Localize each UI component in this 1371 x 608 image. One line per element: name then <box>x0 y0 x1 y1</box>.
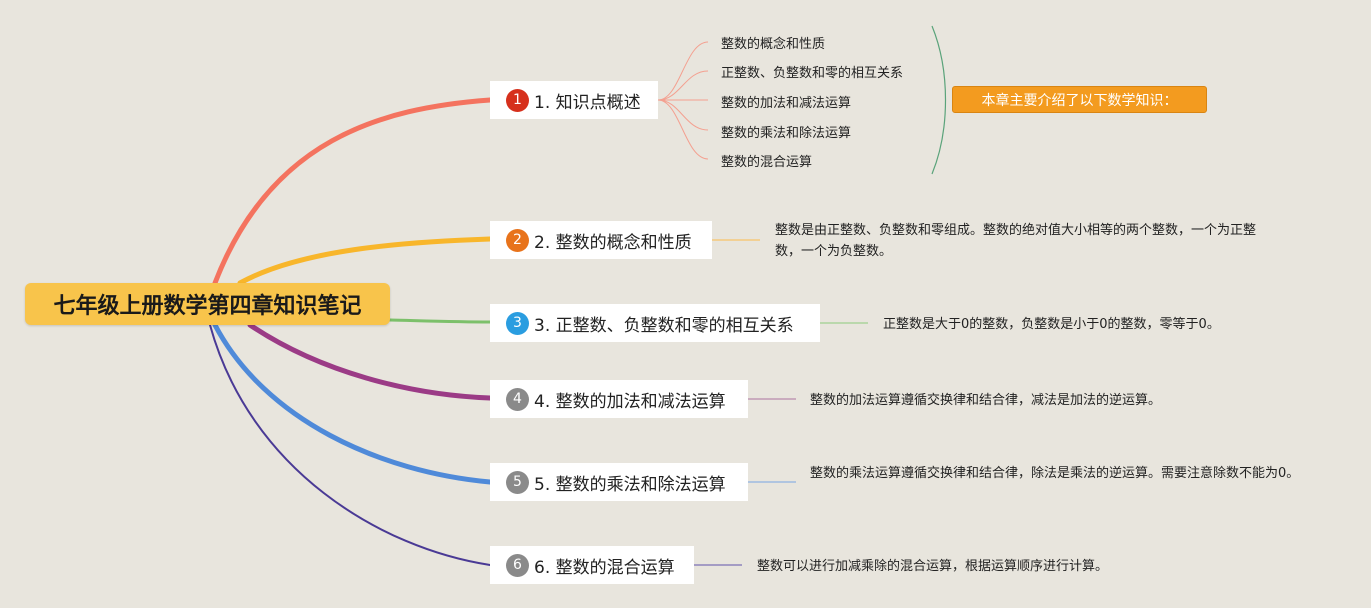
overview-item-4[interactable]: 整数的乘法和除法运算 <box>721 126 852 141</box>
topic-3[interactable]: 3 3. 正整数、负整数和零的相互关系 <box>490 304 820 342</box>
overview-item-3[interactable]: 整数的加法和减法运算 <box>721 96 852 111</box>
topic-2-label: 2. 整数的概念和性质 <box>534 232 692 253</box>
number-badge-5: 5 <box>506 470 529 494</box>
overview-item-2[interactable]: 正整数、负整数和零的相互关系 <box>721 66 904 81</box>
topic-1-label: 1. 知识点概述 <box>534 92 641 113</box>
topic-6[interactable]: 6 6. 整数的混合运算 <box>490 546 694 584</box>
topic-5-label: 5. 整数的乘法和除法运算 <box>534 474 726 495</box>
topic-1[interactable]: 1 1. 知识点概述 <box>490 81 658 119</box>
note-3[interactable]: 正整数是大于0的整数，负整数是小于0的整数，零等于0。 <box>883 317 1220 332</box>
branch-1-connector <box>212 97 493 286</box>
note-4[interactable]: 整数的加法运算遵循交换律和结合律，减法是加法的逆运算。 <box>810 393 1162 408</box>
branch-4-connector <box>247 322 493 401</box>
summary-bracket <box>931 25 947 175</box>
branch-3-connector <box>388 318 492 324</box>
branch-6-connector <box>209 324 491 566</box>
topic-5[interactable]: 5 5. 整数的乘法和除法运算 <box>490 463 748 501</box>
topic-2[interactable]: 2 2. 整数的概念和性质 <box>490 221 712 259</box>
note-6[interactable]: 整数可以进行加减乘除的混合运算，根据运算顺序进行计算。 <box>757 559 1109 574</box>
branch-2-connector <box>237 236 493 286</box>
root-topic[interactable]: 七年级上册数学第四章知识笔记 <box>25 283 390 325</box>
number-badge-4: 4 <box>506 387 529 411</box>
number-badge-6: 6 <box>506 553 529 577</box>
topic-4[interactable]: 4 4. 整数的加法和减法运算 <box>490 380 748 418</box>
overview-sub-connectors <box>657 41 709 160</box>
number-badge-1: 1 <box>506 88 529 112</box>
topic-3-label: 3. 正整数、负整数和零的相互关系 <box>534 315 794 336</box>
topic-6-label: 6. 整数的混合运算 <box>534 557 675 578</box>
overview-item-5[interactable]: 整数的混合运算 <box>721 155 813 170</box>
topic-4-label: 4. 整数的加法和减法运算 <box>534 391 726 412</box>
number-badge-3: 3 <box>506 311 529 335</box>
summary-callout[interactable]: 本章主要介绍了以下数学知识： <box>952 86 1207 113</box>
note-2[interactable]: 整数是由正整数、负整数和零组成。整数的绝对值大小相等的两个整数，一个为正整数，一… <box>775 223 1257 259</box>
overview-item-1[interactable]: 整数的概念和性质 <box>721 37 826 52</box>
number-badge-2: 2 <box>506 228 529 252</box>
note-5[interactable]: 整数的乘法运算遵循交换律和结合律，除法是乘法的逆运算。需要注意除数不能为0。 <box>810 466 1300 481</box>
branch-5-connector <box>212 322 493 485</box>
